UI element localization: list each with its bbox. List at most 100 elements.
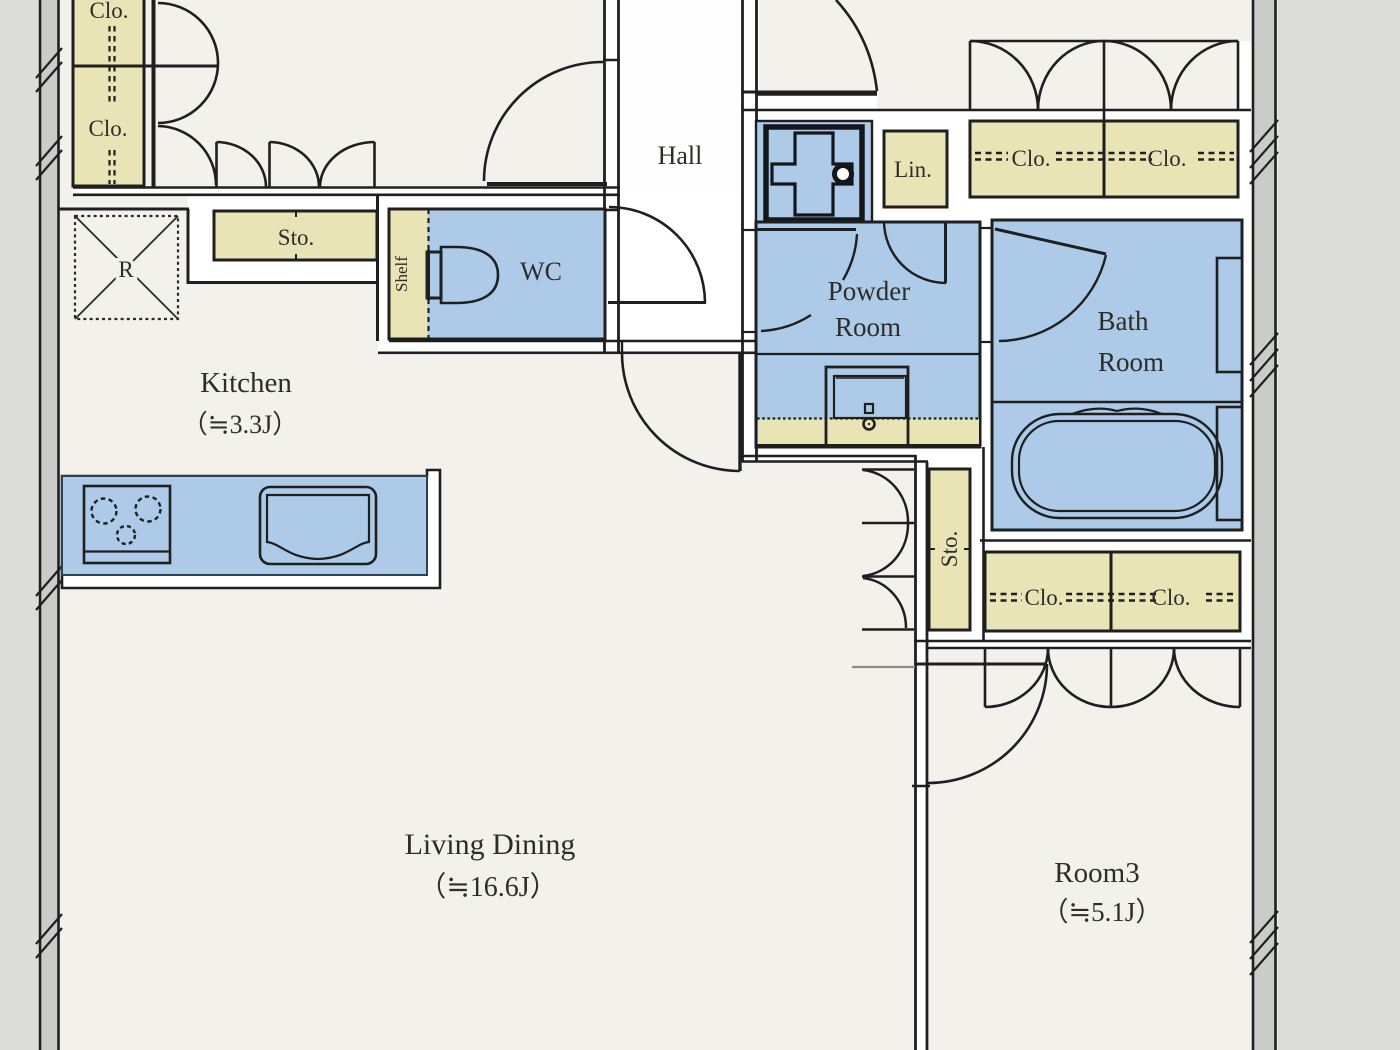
door-arc [216,140,268,188]
door-arc [1036,39,1105,111]
linen-label: Lin. [894,157,932,182]
hatch-line [1249,151,1279,185]
west-wall-hatches [35,47,63,959]
toilet-icon [425,245,500,305]
storage-kitchen-label: Sto. [278,225,314,250]
storage-corridor-box [862,467,972,632]
bath-room [990,218,1244,532]
bathtub-icon [1010,407,1224,520]
hatch-line [1249,910,1279,944]
closet-north-row [968,39,1240,199]
closet-north-left-label: Clo. [1012,146,1051,171]
closet-left-lower-label: Clo. [89,116,128,141]
outside-left [0,0,38,1050]
hatch-line [35,135,63,167]
door-arc [269,140,321,188]
hatch-line [1249,135,1279,169]
kitchen-size-label: （≒3.3J） [182,410,298,439]
closet-room3-left-label: Clo. [1025,585,1064,610]
door-arc [1110,647,1176,709]
outside-right [1278,0,1400,1050]
refrigerator-outline [73,214,180,321]
toilet-shape [425,250,443,300]
room3-size-label: （≒5.1J） [1042,897,1163,927]
storage-east-wall [970,462,985,650]
hatch-line [35,913,63,945]
door-arc [882,220,947,285]
door-arc [998,254,1108,343]
closet-room3-hanger-rail [990,592,1236,602]
hatch-line [35,579,63,611]
door-leaf-line [994,227,1107,256]
closet-left-doors [157,1,220,186]
shelf-label: Shelf [392,256,411,292]
wc-label: WC [520,257,562,286]
wall-gap-northeast [1238,41,1252,110]
closet-divider-line [71,0,146,188]
door-arc [841,233,859,281]
closet-room3-row [983,550,1242,709]
toilet-bowl [439,245,500,305]
powder-entry-door [757,228,859,333]
door-arc [862,576,908,629]
room3-west-wall [914,462,929,1050]
closet-north-hanger-rail [975,151,1234,161]
kitchen-label: Kitchen [200,367,292,399]
hatch-line [35,149,63,181]
bath-ledge [1215,256,1244,374]
storage-kitchen-doors [215,140,376,188]
door-arc [482,60,604,182]
powder-south-wall [743,447,916,462]
basin-outline [824,365,910,448]
powder-room-label-2: Room [835,312,901,342]
refrigerator-label: R [118,257,134,282]
door-arc [608,205,707,304]
hatch-line [1249,348,1279,382]
door-arc [1046,647,1112,709]
hall-ld-door [620,352,742,473]
hatch-line [1249,364,1279,398]
washing-machine-area [754,119,874,227]
faucet-circle [867,422,871,426]
bathtub-outline [1017,419,1217,513]
exterior-walls [35,0,1279,1050]
closet-left-hanger-rail [108,26,116,184]
wash-basin-icon [824,365,910,448]
west-wall [39,0,59,1050]
entrance-door-arc [835,0,879,92]
storage-corridor-label: Sto. [937,531,962,567]
storage-kitchen-box [212,209,379,262]
hatch-line [35,47,63,79]
closet-room3-doors [983,647,1242,709]
washer-drain-circle [832,163,854,185]
wc-room [387,207,607,341]
closet-north-right-label: Clo. [1148,146,1187,171]
hatch-line [1249,332,1279,366]
powder-room-label-1: Powder [828,276,911,306]
bathtub-outline [1071,407,1163,416]
living-dining-label: Living Dining [405,828,576,861]
storage-corridor-doors [862,468,914,631]
bath-floor [990,218,1244,532]
east-wall [1252,0,1277,1050]
refrigerator-cross [74,215,179,320]
washing-machine-icon [763,124,865,223]
faucet-circle [862,417,876,431]
washer-cross [770,131,854,217]
burner-circle [90,497,118,525]
topleft-room-door [482,60,607,186]
hatch-line [1249,119,1279,153]
door-arc [620,352,741,473]
hatch-line [35,61,63,93]
door-arc [1169,39,1239,111]
bathtub-outline [1010,412,1224,520]
wc-shelf [390,210,428,338]
closet-north-doors [968,39,1240,121]
refrigerator-space [73,214,180,321]
linen-box [882,129,949,209]
room3-label: Room3 [1054,857,1139,889]
faucet-icon [863,402,875,415]
door-arc [969,39,1040,111]
closet-left-column [71,0,217,188]
